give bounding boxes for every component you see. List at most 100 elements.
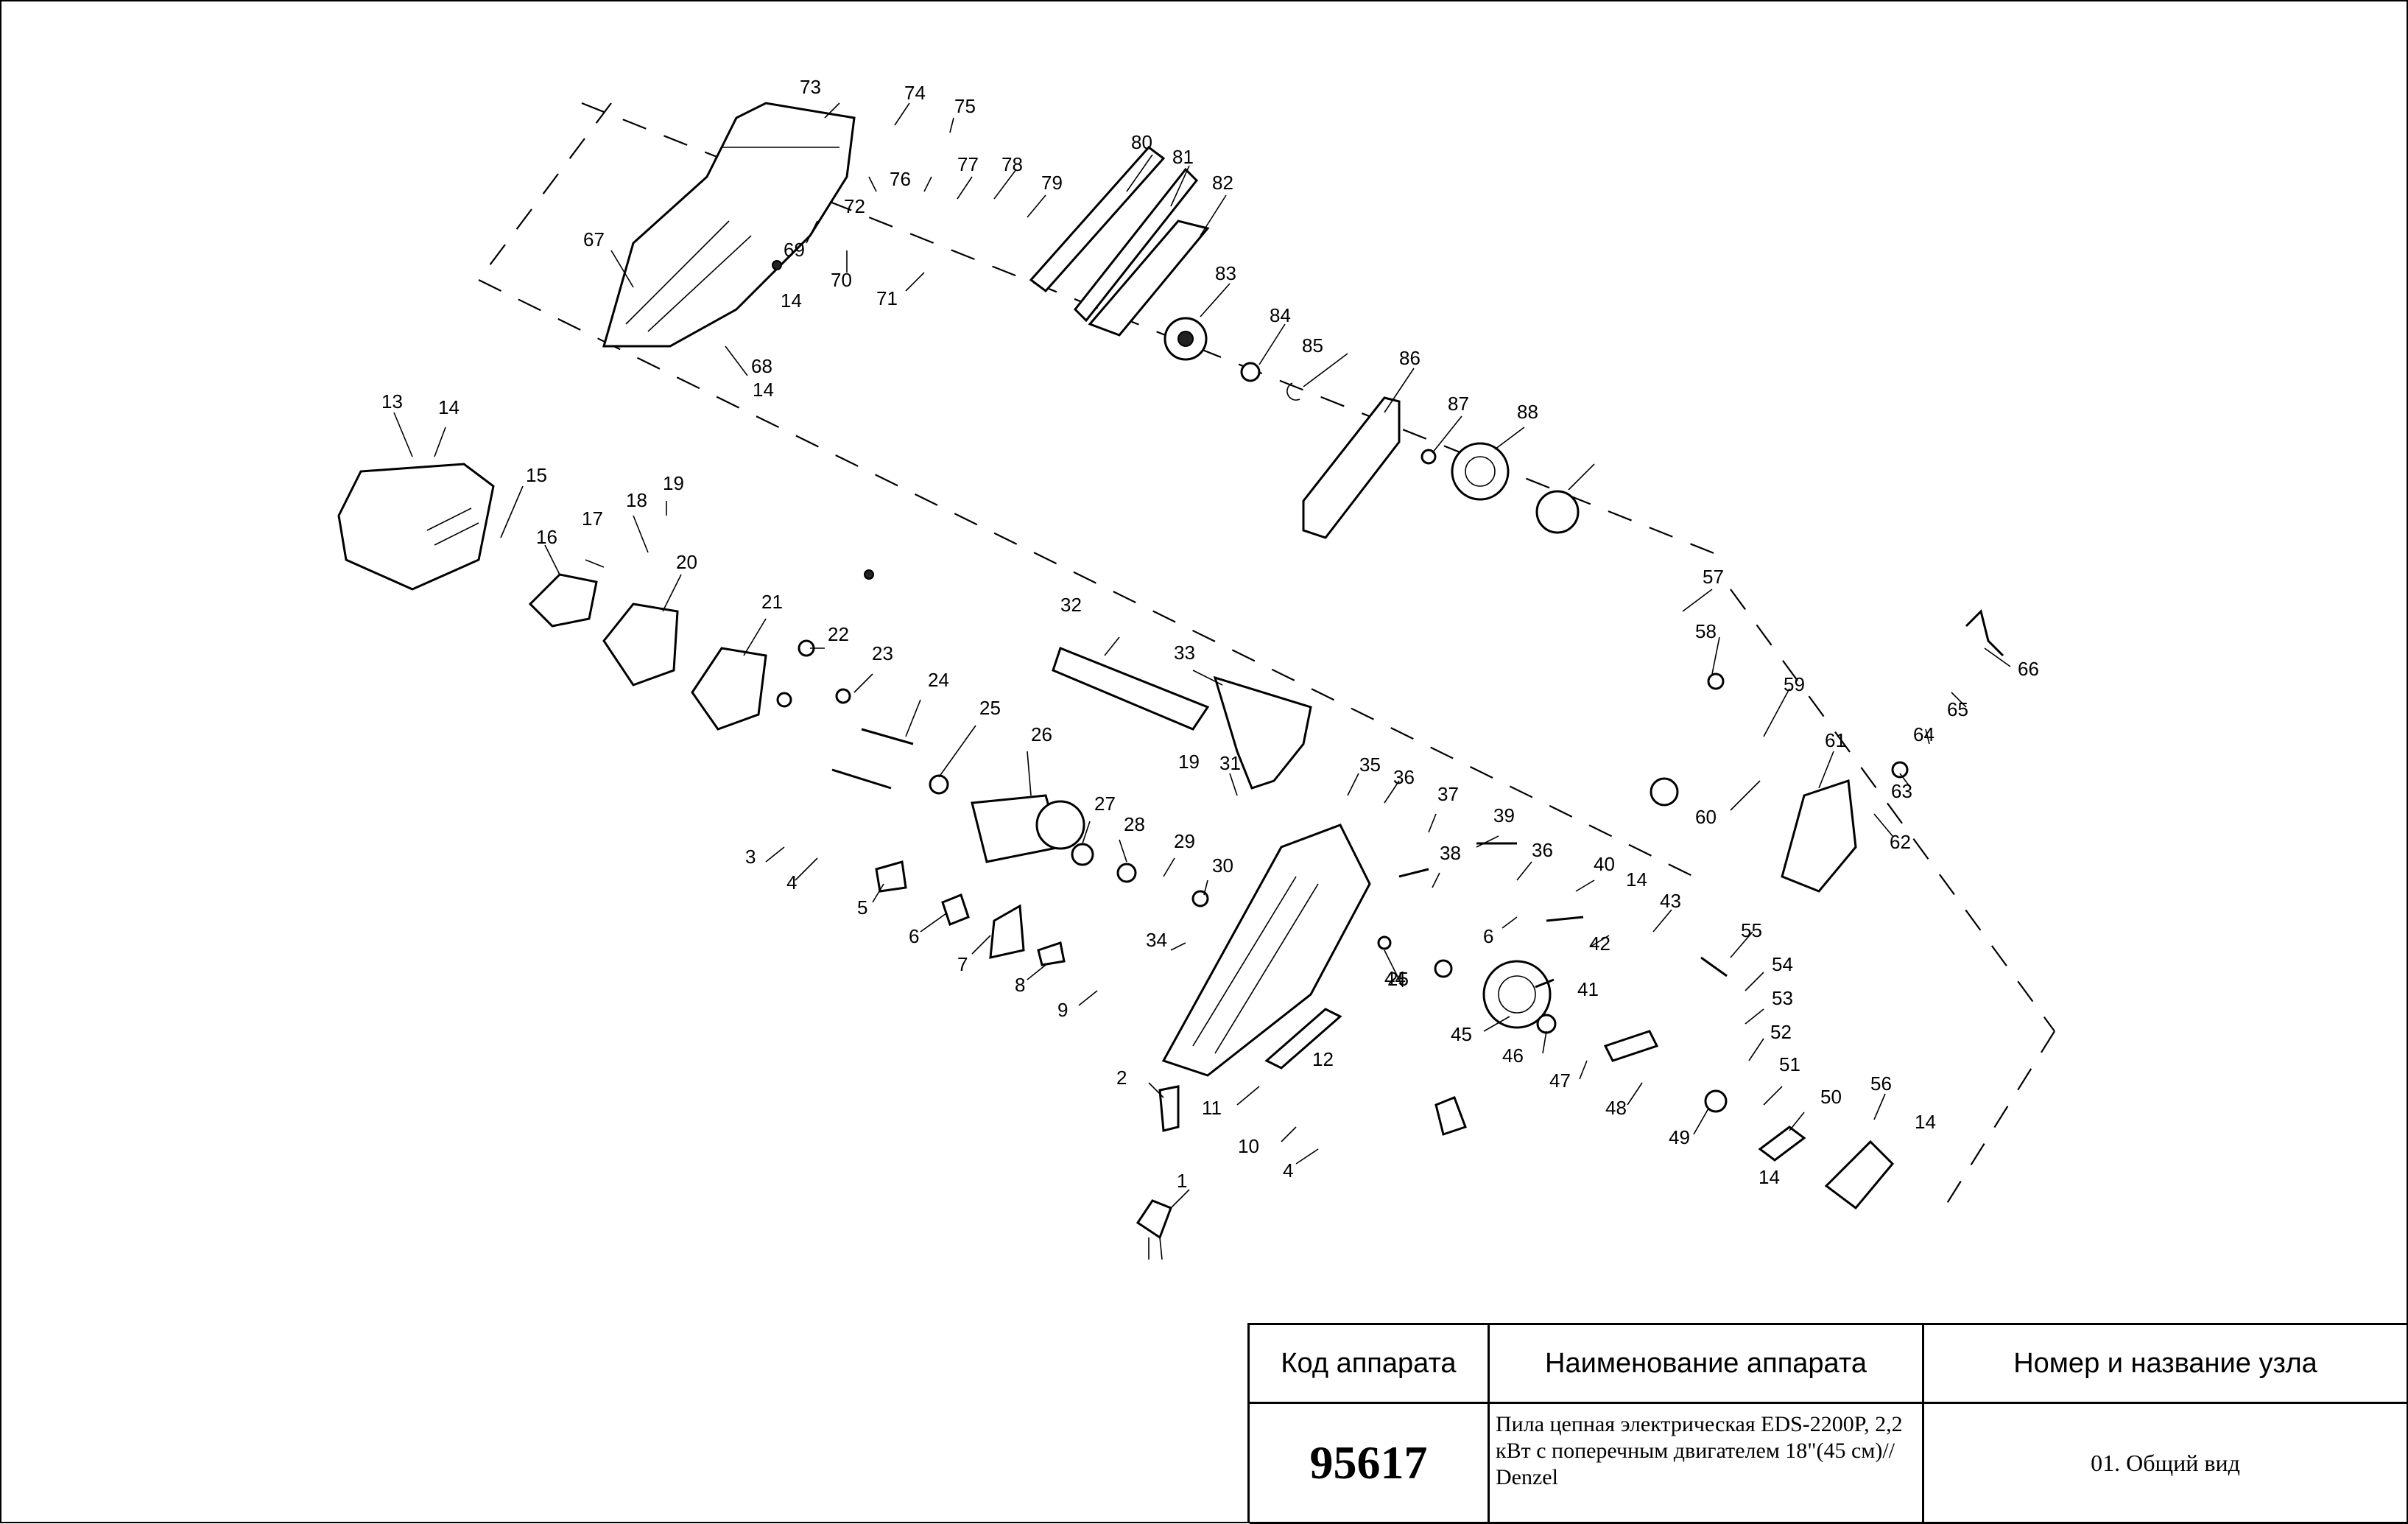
device-name: Пила цепная электрическая EDS-2200P, 2,2… <box>1496 1412 1903 1489</box>
part-label: 87 <box>1448 393 1469 415</box>
part-label: 60 <box>1695 806 1717 828</box>
part-label: 51 <box>1779 1053 1800 1075</box>
front-handle <box>1213 675 1312 790</box>
part-label: 83 <box>1215 262 1236 284</box>
part-label: 6 <box>1483 925 1493 947</box>
part-label: 61 <box>1825 729 1846 751</box>
part-label: 70 <box>831 269 852 291</box>
part-label: 14 <box>781 289 802 312</box>
part-label: 17 <box>582 508 603 530</box>
part-label: 58 <box>1695 620 1717 642</box>
part-label: 67 <box>583 228 605 250</box>
motor-housing <box>337 463 495 591</box>
gear-wheel <box>1451 442 1510 501</box>
device-code: 95617 <box>1309 1436 1428 1489</box>
part-label: 4 <box>1283 1159 1293 1181</box>
part-label: 31 <box>1219 752 1241 774</box>
part-label: 36 <box>1532 839 1553 861</box>
guide-bar <box>1029 145 1166 293</box>
part-label: 30 <box>1212 854 1233 877</box>
main-housing <box>1161 824 1371 1077</box>
part-label: 21 <box>761 591 783 613</box>
part-label: 74 <box>904 82 926 104</box>
part-label: 81 <box>1172 146 1194 168</box>
part-label: 85 <box>1302 334 1323 357</box>
part-label: 38 <box>1440 842 1461 864</box>
part-label: 10 <box>1238 1135 1259 1157</box>
node-name: 01. Общий вид <box>2091 1449 2240 1476</box>
part-label: 84 <box>1270 304 1291 326</box>
part-label: 14 <box>1626 868 1647 891</box>
part-label: 48 <box>1605 1097 1627 1119</box>
part-label: 3 <box>745 846 756 868</box>
part-label: 20 <box>676 551 697 573</box>
fan-housing <box>691 647 767 731</box>
part-label: 39 <box>1493 804 1515 826</box>
part-label: 22 <box>828 623 849 645</box>
trigger <box>1264 1008 1342 1070</box>
part-label: 66 <box>2018 658 2039 680</box>
assembly-guide-lines <box>478 102 2055 1209</box>
part-label: 26 <box>1031 723 1052 745</box>
part-label: 49 <box>1669 1126 1690 1148</box>
part-label: 8 <box>1015 974 1025 996</box>
part-label: 72 <box>844 195 865 217</box>
part-label: 56 <box>1870 1072 1892 1095</box>
part-label: 46 <box>1502 1044 1524 1067</box>
part-sketches <box>337 102 2004 1260</box>
header-name: Наименование аппарата <box>1545 1347 1867 1379</box>
part-label: 19 <box>663 472 684 494</box>
part-label: 24 <box>928 669 949 691</box>
cover-housing <box>602 102 856 348</box>
drive-gear <box>1482 960 1552 1029</box>
part-label: 23 <box>872 642 893 664</box>
part-label: 13 <box>381 390 403 412</box>
part-label: 71 <box>876 287 898 309</box>
part-label: 14 <box>1759 1166 1780 1188</box>
part-label: 43 <box>1660 890 1681 912</box>
part-label: 68 <box>751 355 772 377</box>
node-cell: 01. Общий вид <box>1924 1404 2408 1524</box>
part-label: 79 <box>1041 172 1063 194</box>
part-label: 50 <box>1820 1086 1842 1108</box>
part-label: 77 <box>957 153 979 175</box>
part-label: 63 <box>1891 780 1912 802</box>
part-label: 64 <box>1913 723 1935 745</box>
oil-cap <box>1535 490 1580 534</box>
part-label: 59 <box>1784 673 1805 695</box>
part-label: 2 <box>1116 1067 1127 1089</box>
part-label: 25 <box>1387 968 1409 990</box>
part-label: 34 <box>1146 929 1167 951</box>
part-label: 5 <box>857 896 867 919</box>
part-label: 54 <box>1772 953 1793 975</box>
part-label: 41 <box>1577 978 1599 1000</box>
part-label: 55 <box>1741 919 1762 941</box>
part-label: 4 <box>786 871 797 893</box>
oil-tank <box>1781 779 1857 893</box>
part-label: 78 <box>1001 153 1023 175</box>
stator <box>602 603 679 686</box>
saw-chain <box>1073 167 1199 323</box>
part-label: 57 <box>1703 566 1724 588</box>
part-label: 47 <box>1549 1070 1571 1092</box>
part-label: 14 <box>1915 1111 1936 1133</box>
part-label: 15 <box>526 464 547 486</box>
part-label: 37 <box>1437 783 1459 805</box>
part-label: 16 <box>536 526 557 548</box>
part-label: 33 <box>1174 642 1195 664</box>
part-label: 32 <box>1060 594 1082 616</box>
power-plug <box>1136 1199 1172 1240</box>
part-label: 80 <box>1131 131 1152 153</box>
part-label: 1 <box>1177 1170 1187 1192</box>
side-cover <box>1302 396 1401 539</box>
part-label: 62 <box>1890 831 1911 853</box>
part-label: 65 <box>1947 698 1968 720</box>
part-label: 75 <box>954 95 976 117</box>
header-node: Номер и название узла <box>2013 1347 2317 1379</box>
header-node-cell: Номер и название узла <box>1924 1325 2408 1404</box>
name-cell: Пила цепная электрическая EDS-2200P, 2,2… <box>1490 1404 1924 1524</box>
part-label: 88 <box>1517 401 1538 423</box>
